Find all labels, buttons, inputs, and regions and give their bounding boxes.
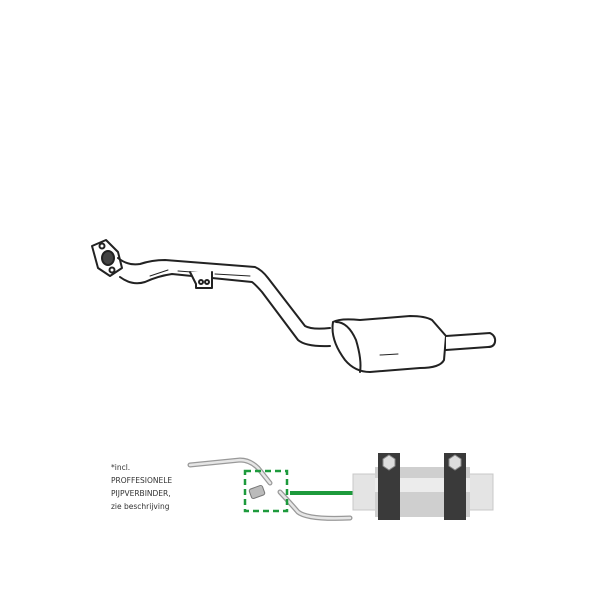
note-line: *incl.	[111, 463, 131, 472]
connector-note: *incl. PROFFESIONELE PIJPVERBINDER, zie …	[111, 461, 172, 513]
connector-diagram	[187, 453, 494, 521]
note-line: PIJPVERBINDER,	[111, 489, 171, 498]
note-line: zie beschrijving	[111, 502, 170, 511]
pipe-top-edge	[117, 257, 331, 330]
clamp	[444, 453, 466, 520]
pipe-bottom-edge	[119, 273, 331, 348]
highlight-box	[243, 469, 289, 513]
tailpipe	[445, 332, 497, 351]
nut-icon	[448, 454, 462, 471]
clamp	[378, 453, 400, 520]
nut-icon	[382, 454, 396, 471]
small-connector-icon	[248, 484, 266, 500]
note-line: PROFFESIONELE	[111, 476, 173, 485]
catalytic-converter	[331, 315, 447, 373]
